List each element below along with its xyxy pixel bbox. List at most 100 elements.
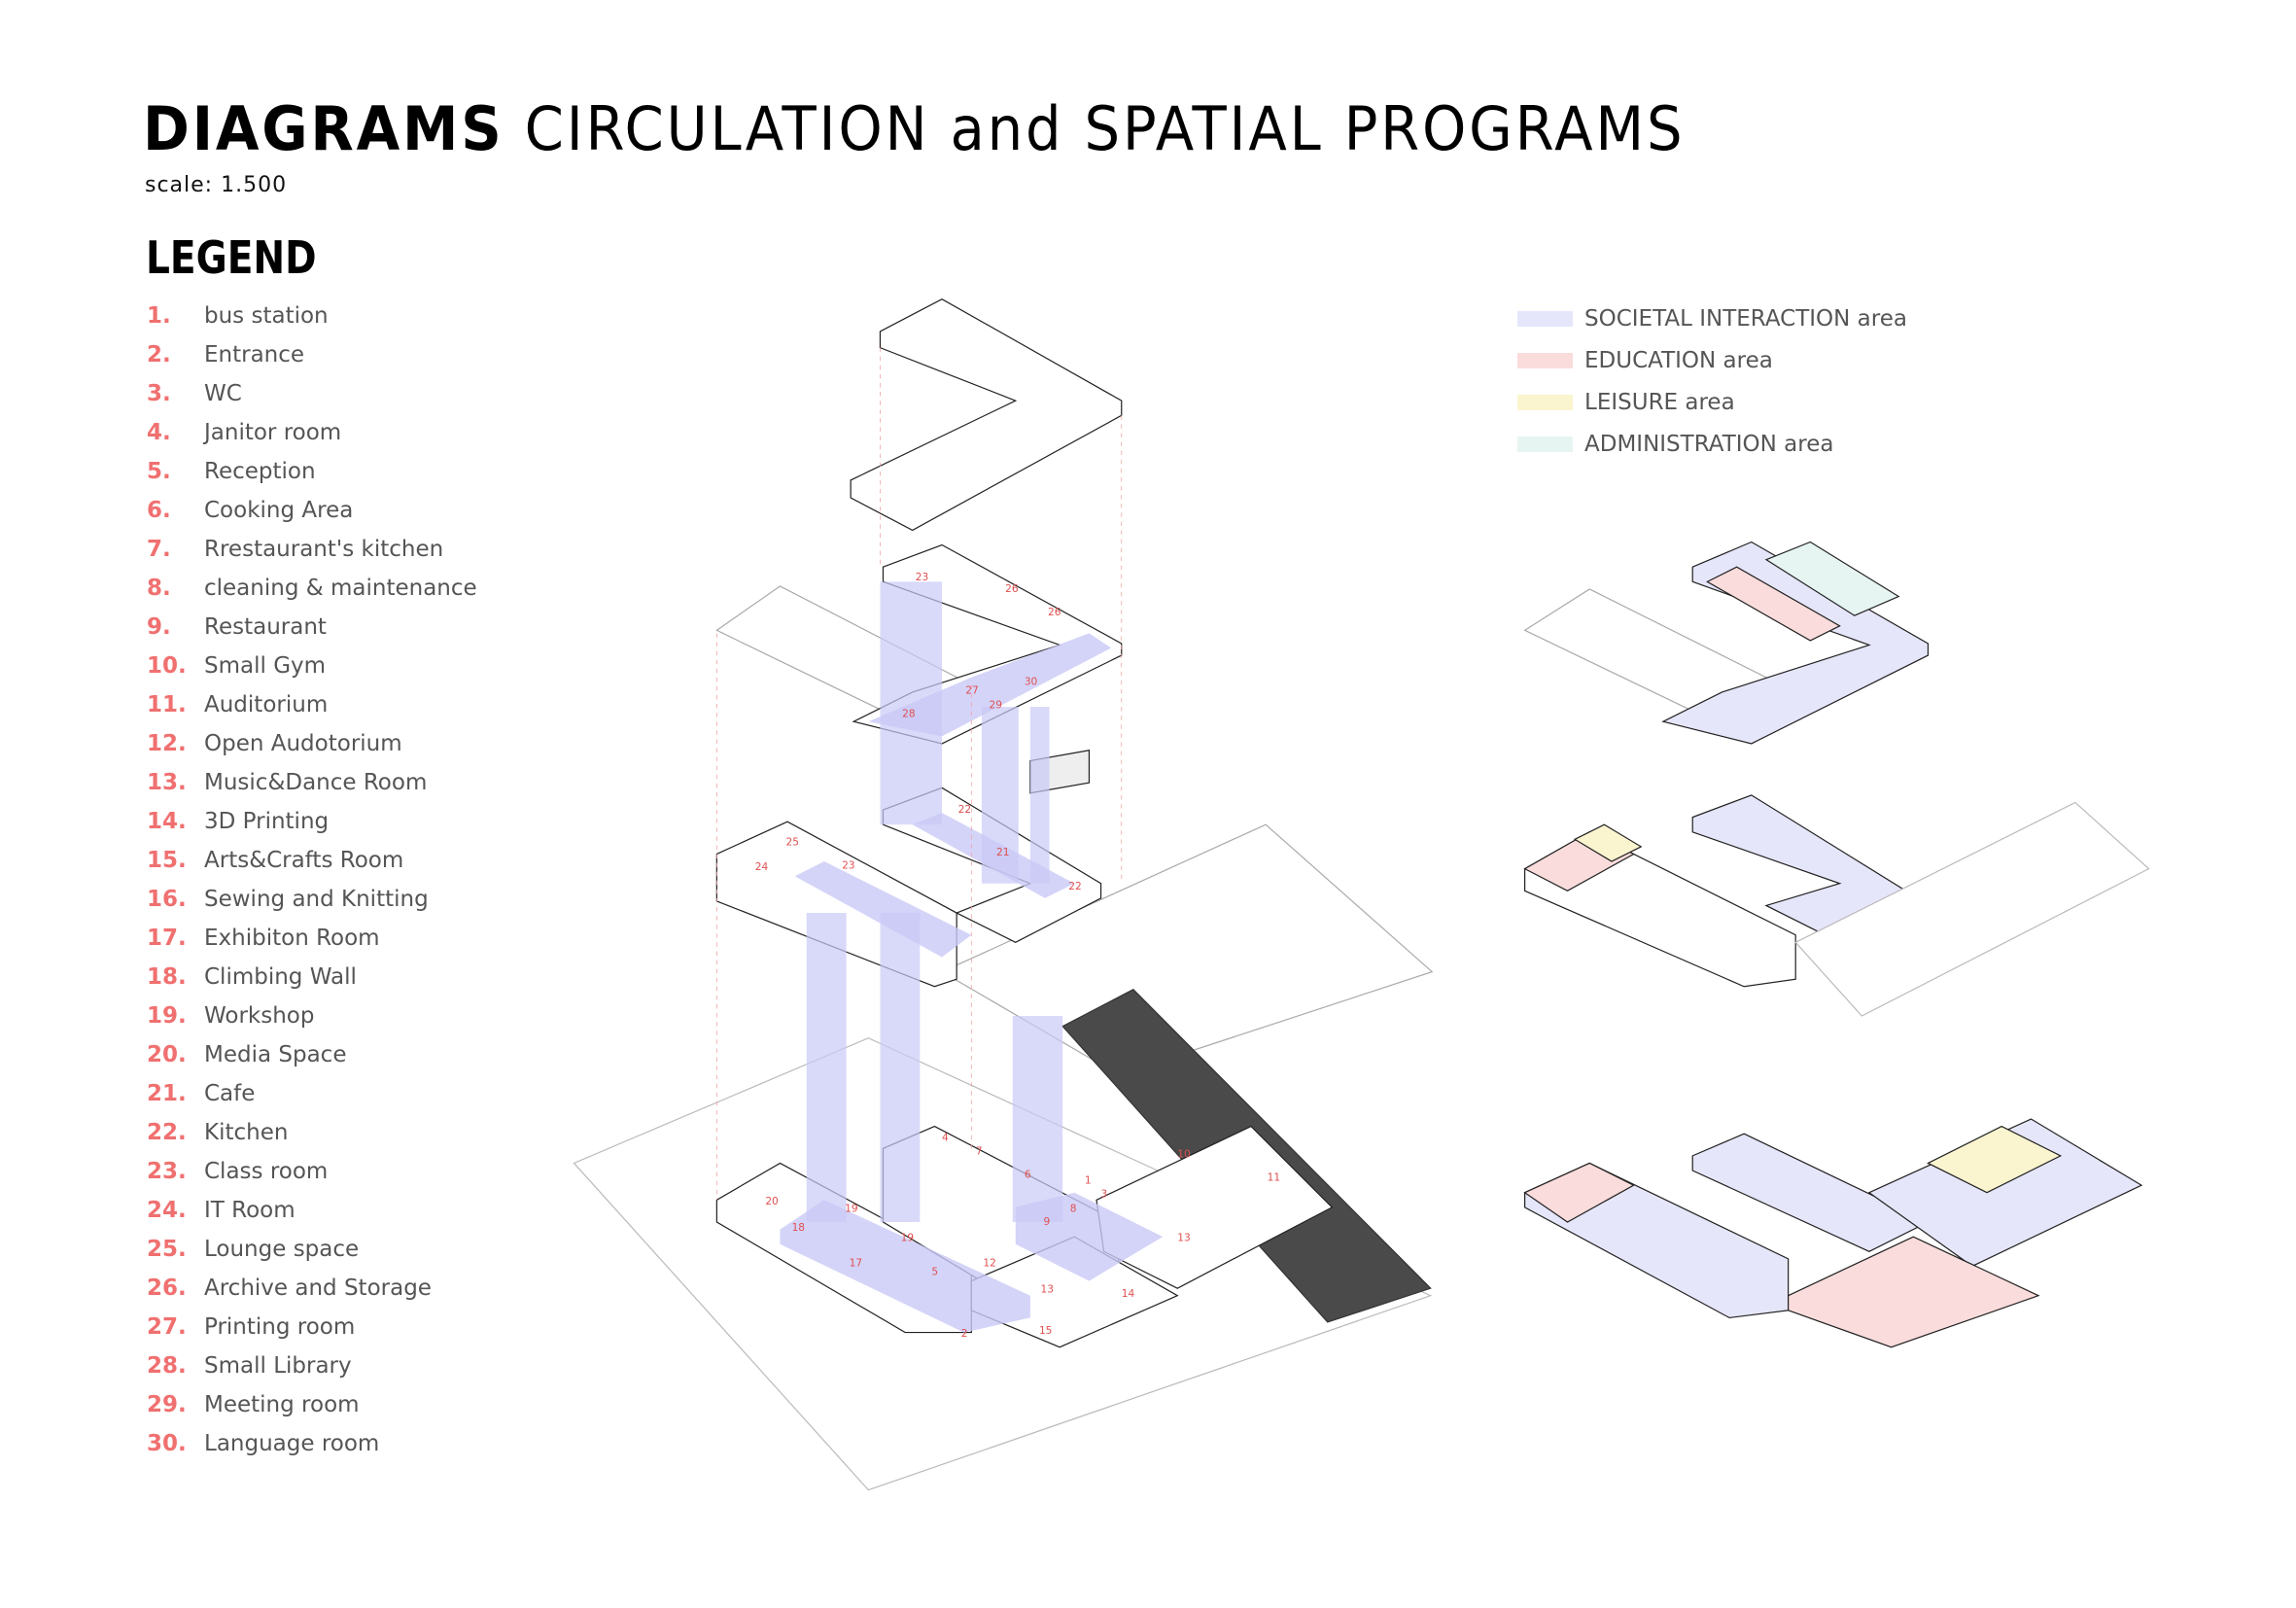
plan-room-number: 26 bbox=[1048, 607, 1061, 618]
legend-item-number: 21. bbox=[147, 1081, 187, 1106]
zone-legend-item: ADMINISTRATION area bbox=[1517, 423, 1907, 465]
legend-item: 1. bus station bbox=[147, 297, 477, 335]
program-middle-leisure bbox=[1573, 823, 1643, 862]
plan-room-number: 2 bbox=[961, 1328, 968, 1340]
legend-item-label: Class room bbox=[204, 1159, 329, 1184]
zone-swatch bbox=[1517, 394, 1573, 410]
legend-item-label: 3D Printing bbox=[204, 809, 330, 834]
legend-item-label: Exhibiton Room bbox=[204, 926, 380, 951]
plan-room-number: 13 bbox=[1040, 1284, 1053, 1296]
legend-item-number: 15. bbox=[147, 848, 187, 873]
vertical-circulation-shafts bbox=[806, 581, 1063, 1223]
plan-room-number: 12 bbox=[983, 1257, 995, 1269]
legend-item-label: WC bbox=[204, 381, 242, 406]
plan-room-number: 6 bbox=[1025, 1170, 1031, 1181]
scale-label: scale: 1.500 bbox=[145, 173, 288, 197]
legend-item-number: 27. bbox=[147, 1314, 187, 1340]
legend-item: 4. Janitor room bbox=[147, 413, 477, 452]
legend-item-number: 6. bbox=[147, 498, 171, 523]
legend-item-label: bus station bbox=[204, 303, 329, 329]
legend-item-number: 23. bbox=[147, 1159, 187, 1184]
plan-room-number: 30 bbox=[1025, 676, 1038, 687]
plan-room-number: 27 bbox=[965, 684, 978, 696]
legend-item: 15.Arts&Crafts Room bbox=[147, 841, 477, 880]
legend-item-number: 24. bbox=[147, 1198, 187, 1223]
plan-room-number: 20 bbox=[765, 1196, 779, 1207]
legend-item-number: 4. bbox=[147, 420, 171, 445]
legend-item: 18. Climbing Wall bbox=[147, 958, 477, 996]
legend-item: 16.Sewing and Knitting bbox=[147, 880, 477, 919]
legend-item-label: Music&Dance Room bbox=[204, 770, 428, 795]
legend-item: 25. Lounge space bbox=[147, 1230, 477, 1269]
plan-room-number: 21 bbox=[996, 847, 1009, 858]
legend-item: 14.3D Printing bbox=[147, 802, 477, 841]
plan-room-number: 15 bbox=[1039, 1325, 1052, 1337]
legend-item-number: 16. bbox=[147, 887, 187, 912]
legend-item-number: 26. bbox=[147, 1276, 187, 1301]
legend-item-number: 18. bbox=[147, 964, 187, 990]
legend-item-number: 5. bbox=[147, 459, 171, 484]
plan-room-number: 7 bbox=[976, 1145, 983, 1157]
plan-room-number: 19 bbox=[845, 1203, 857, 1214]
legend-item-label: IT Room bbox=[204, 1198, 296, 1223]
legend-item-label: Kitchen bbox=[204, 1120, 289, 1145]
title-bold: DIAGRAMS bbox=[143, 93, 504, 164]
legend-item-label: Language room bbox=[204, 1431, 380, 1456]
legend-item: 22.Kitchen bbox=[147, 1113, 477, 1152]
plan-room-number: 24 bbox=[755, 861, 769, 873]
page-title: DIAGRAMS CIRCULATION and SPATIAL PROGRAM… bbox=[143, 93, 1685, 164]
legend-item-label: Janitor room bbox=[204, 420, 342, 445]
program-ground-leisure bbox=[1927, 1125, 2063, 1194]
legend-item: 2. Entrance bbox=[147, 335, 477, 374]
plan-room-number: 19 bbox=[901, 1233, 914, 1244]
program-ground-center bbox=[1691, 1133, 1930, 1252]
program-middle-l bbox=[1691, 794, 1907, 936]
plan-room-number: 28 bbox=[902, 709, 915, 720]
plan-room-number: 23 bbox=[916, 572, 928, 583]
legend-item: 17.Exhibiton Room bbox=[147, 919, 477, 958]
legend-item: 27.Printing room bbox=[147, 1308, 477, 1346]
legend-item: 13.Music&Dance Room bbox=[147, 763, 477, 802]
legend-item: 8.cleaning & maintenance bbox=[147, 569, 477, 608]
program-upper-edu bbox=[1706, 566, 1841, 642]
legend-item-label: Archive and Storage bbox=[204, 1276, 432, 1301]
legend-item-number: 2. bbox=[147, 342, 171, 367]
legend-item-number: 1. bbox=[147, 303, 171, 329]
legend-item: 12.Open Audotorium bbox=[147, 724, 477, 763]
legend-item: 6.Cooking Area bbox=[147, 491, 477, 530]
legend-item: 26. Archive and Storage bbox=[147, 1269, 477, 1308]
legend-item: 10.Small Gym bbox=[147, 647, 477, 685]
legend-item: 7.Rrestaurant's kitchen bbox=[147, 530, 477, 569]
legend-item-number: 10. bbox=[147, 653, 187, 679]
legend-item: 21. Cafe bbox=[147, 1074, 477, 1113]
legend-item-label: Open Audotorium bbox=[204, 731, 402, 756]
legend-item-label: Media Space bbox=[204, 1042, 347, 1067]
legend-item-number: 25. bbox=[147, 1237, 187, 1262]
plan-room-number: 13 bbox=[1177, 1233, 1190, 1244]
plan-room-number: 17 bbox=[850, 1257, 862, 1269]
legend-item-label: Climbing Wall bbox=[204, 964, 357, 990]
legend-item-label: Entrance bbox=[204, 342, 305, 367]
legend-item-label: Lounge space bbox=[204, 1237, 360, 1262]
zone-legend-item: SOCIETAL INTERACTION area bbox=[1517, 297, 1907, 339]
legend-item-label: Rrestaurant's kitchen bbox=[204, 537, 444, 562]
legend-item: 24. IT Room bbox=[147, 1191, 477, 1230]
program-axonometric bbox=[1523, 541, 2150, 1348]
plan-room-number: 26 bbox=[1005, 583, 1019, 595]
legend-heading: LEGEND bbox=[146, 231, 317, 284]
legend-item-number: 28. bbox=[147, 1353, 187, 1379]
plan-room-number: 5 bbox=[931, 1267, 938, 1278]
plan-room-number: 14 bbox=[1122, 1288, 1135, 1300]
legend-item: 23. Class room bbox=[147, 1152, 477, 1191]
plan-room-number: 9 bbox=[1043, 1216, 1050, 1228]
legend-item-label: Restaurant bbox=[204, 614, 327, 640]
legend-item-number: 29. bbox=[147, 1392, 187, 1417]
legend-item-label: Cafe bbox=[204, 1081, 256, 1106]
title-rest: CIRCULATION and SPATIAL PROGRAMS bbox=[524, 93, 1686, 164]
legend-item: 11.Auditorium bbox=[147, 685, 477, 724]
zone-label: LEISURE area bbox=[1584, 389, 1735, 415]
legend-item-number: 9. bbox=[147, 614, 171, 640]
